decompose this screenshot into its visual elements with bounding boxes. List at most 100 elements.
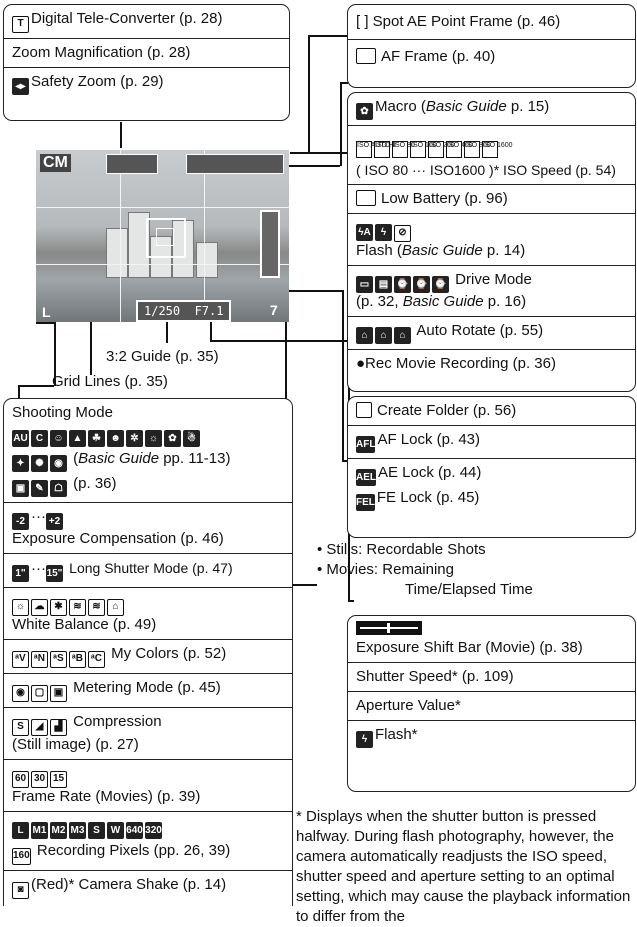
flash-icon: ϟ [356, 731, 373, 748]
safety-zoom-row: ◂▸Safety Zoom (p. 29) [4, 68, 289, 100]
connector [290, 152, 348, 154]
folder-lock-box: Create Folder (p. 56) AFLAF Lock (p. 43)… [347, 396, 636, 538]
rotate-up-icon: ⌂ [356, 327, 373, 344]
spot-ae-row: [ ] Spot AE Point Frame (p. 46) [348, 5, 635, 40]
drive-continuous-icon: ▤ [375, 276, 392, 293]
iso-icon: ISO 100 [410, 141, 426, 158]
status-icons-box: ✿Macro (Basic Guide p. 15) ISO AUTOISO H… [347, 92, 636, 392]
iso-icon: ISO 1600 [482, 141, 498, 158]
custom-timer-icon: ⌚ [432, 276, 449, 293]
spot-ae-marker [156, 228, 174, 246]
af-frame-row: AF Frame (p. 40) [348, 40, 635, 74]
flash-star-row: ϟFlash* [348, 721, 635, 753]
status-icons-strip [186, 154, 284, 174]
macro-row: ✿Macro (Basic Guide p. 15) [348, 93, 635, 126]
footnote: * Displays when the shutter button is pr… [296, 807, 631, 927]
exposure-comp-row: -2···+2 Exposure Compensation (p. 46) [4, 503, 292, 554]
aperture-row: Aperture Value* [348, 692, 635, 721]
recording-pixel-icon: L [12, 822, 29, 839]
auto-rotate-row: ⌂⌂⌂ Auto Rotate (p. 55) [348, 317, 635, 350]
grid-lines-label: Grid Lines (p. 35) [52, 373, 168, 390]
iso-icon-strip: ISO AUTOISO HIISO 80ISO 100ISO 200ISO 40… [356, 131, 627, 158]
flash-auto-icon: ϟA [356, 224, 373, 241]
iso-icon: ISO HI [374, 141, 390, 158]
iso-icon: ISO 800 [464, 141, 480, 158]
exposure-shift-marker [260, 210, 280, 278]
movie-rec-row: ●Rec Movie Recording (p. 36) [348, 350, 635, 378]
recording-pixel-icon: S [88, 822, 105, 839]
shutter-speed-row: Shutter Speed* (p. 109) [348, 663, 635, 692]
drive-single-icon: ▭ [356, 276, 373, 293]
rotate-right-icon: ⌂ [394, 327, 411, 344]
shot-count: 7 [270, 302, 278, 318]
tele-converter-icon: T [12, 16, 29, 33]
exposure-shift-row: Exposure Shift Bar (Movie) (p. 38) [348, 616, 635, 663]
macro-icon: ✿ [356, 103, 373, 120]
recording-pixel-icon: 640 [126, 822, 143, 839]
recording-pixel-icon: M3 [69, 822, 86, 839]
exp-minus-icon: -2 [12, 513, 29, 530]
recording-pixel-icon: 320 [145, 822, 162, 839]
connector [210, 340, 348, 342]
shutter-aperture-readout: 1/250 F7.1 [136, 300, 231, 322]
rotate-left-icon: ⌂ [375, 327, 392, 344]
exp-plus-icon: +2 [46, 513, 63, 530]
compression-row: S◢▟ Compression (Still image) (p. 27) [4, 708, 292, 760]
camera-shake-row: ◙(Red)* Camera Shake (p. 14) [4, 871, 292, 904]
connector [18, 385, 54, 387]
exposure-shift-bar-icon [356, 621, 422, 635]
create-folder-icon [356, 402, 372, 418]
camera-shake-icon: ◙ [12, 882, 29, 899]
drive-mode-row: ▭▤⌚⌚⌚ Drive Mode (p. 32, Basic Guide p. … [348, 266, 635, 317]
iso-icon: ISO 80 [392, 141, 408, 158]
af-frame-icon [356, 48, 376, 64]
safety-zoom-icon: ◂▸ [12, 78, 29, 95]
iso-icon: ISO 200 [428, 141, 444, 158]
connector [120, 122, 122, 148]
connector [342, 290, 344, 460]
connector [308, 35, 310, 153]
image-size-indicator: L [42, 304, 51, 320]
iso-icon: ISO AUTO [356, 141, 372, 158]
battery-icon [356, 190, 376, 206]
create-folder-row: Create Folder (p. 56) [348, 397, 635, 426]
flash-off-icon: ⊘ [394, 225, 411, 242]
exposure-info-box: Exposure Shift Bar (Movie) (p. 38) Shutt… [347, 615, 636, 792]
white-balance-icons: ☼☁✱≋≋⌂ [12, 593, 284, 616]
connector [348, 600, 354, 602]
frame-info-box: [ ] Spot AE Point Frame (p. 46) AF Frame… [347, 4, 636, 88]
mode-cm-icon: CM [40, 154, 71, 172]
flash-on-icon: ϟ [375, 224, 392, 241]
recording-pixel-icon: W [107, 822, 124, 839]
recording-pixel-icon: M2 [50, 822, 67, 839]
camera-lcd-screen: CM L 1/250 F7.1 7 [36, 150, 289, 322]
self-timer-2s-icon: ⌚ [413, 276, 430, 293]
zoom-tele-icon [106, 154, 158, 174]
ae-lock-icon: AEL [356, 469, 376, 486]
recording-pixel-icons: LM1M2M3SW640320 [12, 817, 284, 839]
iso-row: ISO AUTOISO HIISO 80ISO 100ISO 200ISO 40… [348, 126, 635, 185]
af-lock-icon: AFL [356, 436, 375, 453]
connector [36, 322, 54, 324]
guide-32-label: 3:2 Guide (p. 35) [106, 348, 219, 365]
zoom-mag-row: Zoom Magnification (p. 28) [4, 39, 289, 68]
white-balance-row: ☼☁✱≋≋⌂ White Balance (p. 49) [4, 588, 292, 640]
recordable-shots-note: • Stills: Recordable Shots • Movies: Rem… [317, 540, 533, 600]
low-battery-row: Low Battery (p. 96) [348, 185, 635, 214]
metering-row: ◉▢▣ Metering Mode (p. 45) [4, 674, 292, 708]
recording-pixel-icon: M1 [31, 822, 48, 839]
fe-lock-icon: FEL [356, 494, 375, 511]
iso-icon: ISO 400 [446, 141, 462, 158]
self-timer-10s-icon: ⌚ [394, 276, 411, 293]
